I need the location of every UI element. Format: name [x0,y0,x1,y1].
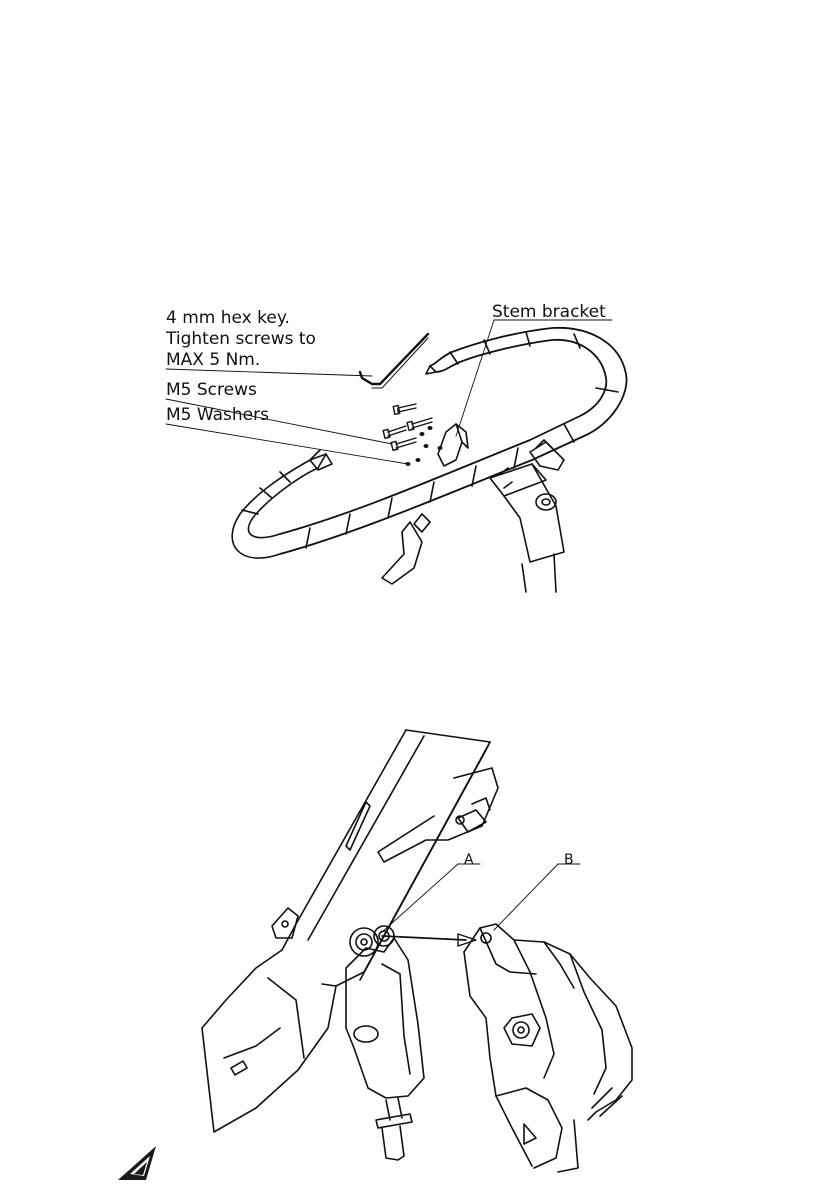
triangle-logo-icon [116,1144,158,1182]
m5-washers-callout: M5 Washers [166,405,269,426]
m5-screws-callout: M5 Screws [166,380,257,401]
stem-bracket-callout: Stem bracket [492,302,606,323]
hex-key-line-2: Tighten screws to [166,329,316,350]
hex-key-line-3: MAX 5 Nm. [166,350,316,371]
frame-connection-figure [196,728,642,1174]
hex-key-callout: 4 mm hex key. Tighten screws to MAX 5 Nm… [166,308,316,371]
point-b-label: B [564,850,574,871]
point-a-label: A [464,850,474,871]
hex-key-line-1: 4 mm hex key. [166,308,316,329]
